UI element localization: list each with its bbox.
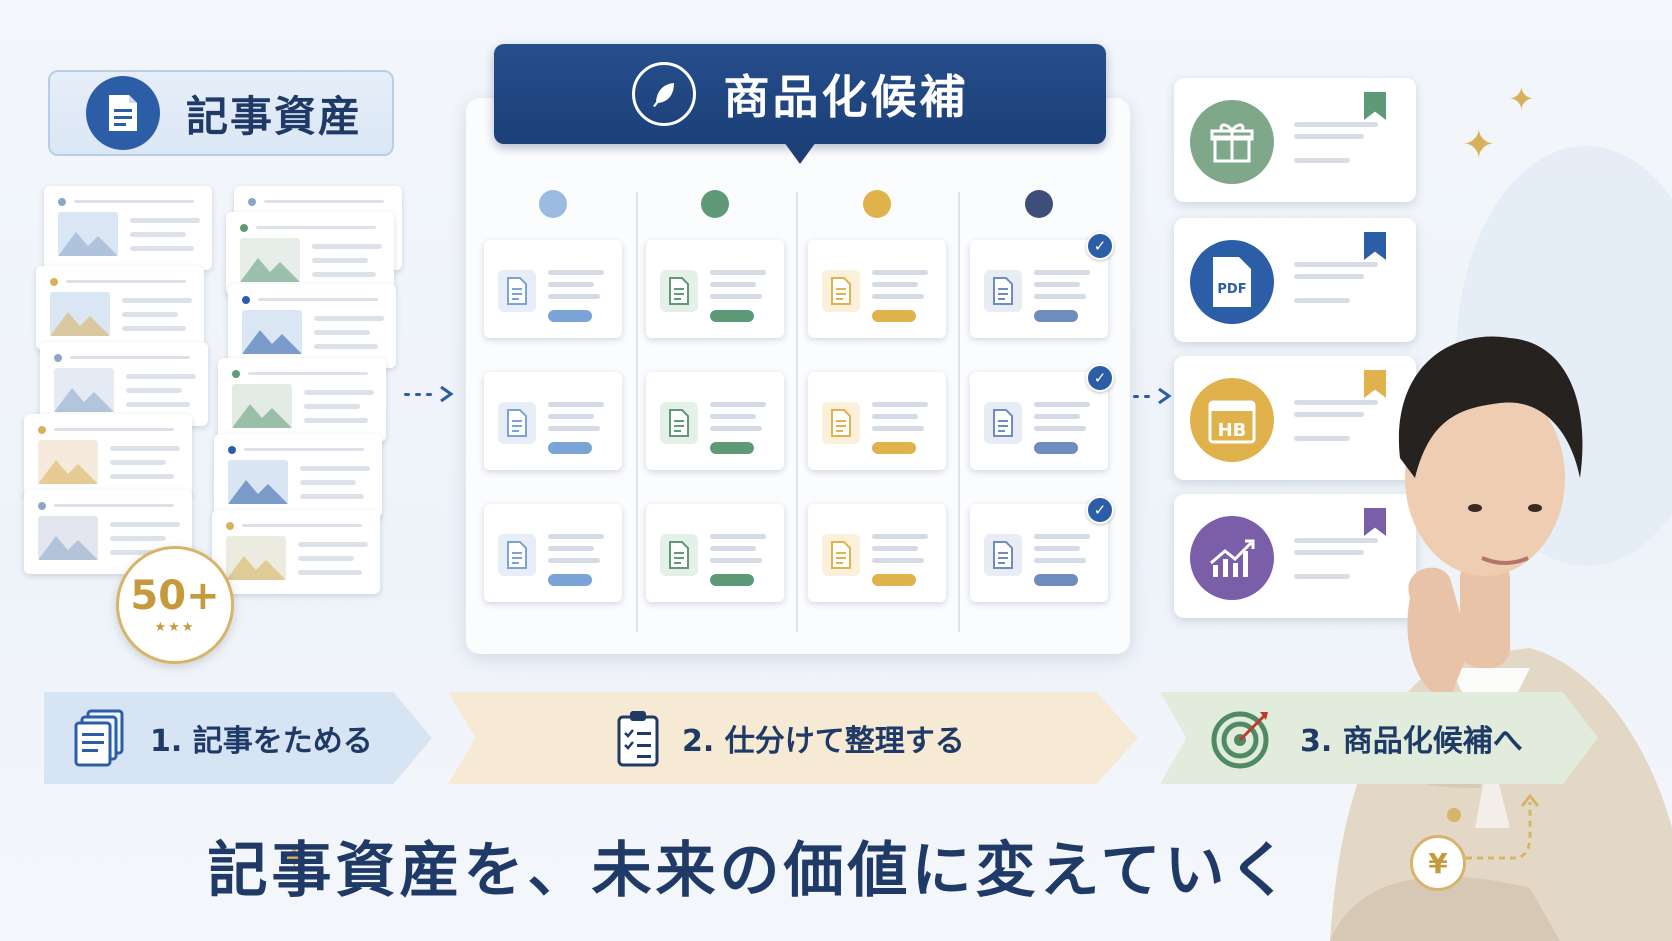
- candidates-title: 商品化候補: [723, 70, 969, 124]
- column-color-dot: [1025, 190, 1053, 218]
- image-thumbnail-icon: [58, 212, 118, 256]
- article-card: [40, 342, 208, 426]
- document-icon: [86, 76, 160, 150]
- growth-chart-icon: [1190, 516, 1274, 600]
- column-color-dot: [863, 190, 891, 218]
- article-card: [218, 358, 386, 442]
- article-count-badge: 50+ ★★★: [116, 546, 234, 664]
- stacked-documents-icon: [74, 709, 124, 767]
- document-icon: [498, 534, 536, 576]
- image-thumbnail-icon: [228, 460, 288, 504]
- rating-stars: ★★★: [154, 619, 196, 635]
- assets-title-label: 記事資産: [186, 91, 363, 141]
- image-thumbnail-icon: [226, 536, 286, 580]
- assets-title: 記事資産: [48, 70, 394, 156]
- document-icon: [660, 402, 698, 444]
- calendar-icon: HB: [1190, 378, 1274, 462]
- product-icon-label: PDF: [1217, 282, 1246, 297]
- image-thumbnail-icon: [54, 368, 114, 412]
- sparkle-icon: ✦: [1508, 80, 1535, 118]
- candidate-card[interactable]: [808, 372, 946, 470]
- step-2: 2. 仕分けて整理する: [448, 692, 1138, 784]
- checkmark-icon: ✓: [1086, 232, 1114, 260]
- tagline: 記事資産を、未来の価値に変えていく: [207, 836, 1293, 906]
- product-card[interactable]: [1174, 78, 1416, 202]
- step-1-label: 1. 記事をためる: [150, 724, 373, 759]
- yen-coin-icon: ¥: [1410, 835, 1466, 891]
- target-icon: [1211, 711, 1269, 769]
- bookmark-icon: [1364, 370, 1386, 398]
- bookmark-icon: [1364, 508, 1386, 536]
- image-thumbnail-icon: [232, 384, 292, 428]
- candidate-card[interactable]: [970, 504, 1108, 602]
- checklist-icon: [617, 711, 659, 767]
- column-divider: [796, 192, 798, 632]
- document-icon: [822, 402, 860, 444]
- document-icon: [984, 402, 1022, 444]
- document-icon: [660, 534, 698, 576]
- coin-dot: [1447, 808, 1461, 822]
- article-count: 50+: [130, 572, 220, 619]
- candidate-card[interactable]: [646, 372, 784, 470]
- bookmark-icon: [1364, 232, 1386, 260]
- pdf-icon: PDF: [1190, 240, 1274, 324]
- product-card[interactable]: HB: [1174, 356, 1416, 480]
- document-icon: [660, 270, 698, 312]
- sparkle-icon: ✦: [280, 838, 309, 878]
- step-1: 1. 記事をためる: [44, 692, 432, 784]
- article-card: [228, 284, 396, 368]
- image-thumbnail-icon: [50, 292, 110, 336]
- step-3: 3. 商品化候補へ: [1160, 692, 1598, 784]
- sparkle-icon: ✦: [1462, 122, 1496, 168]
- feather-icon: [631, 62, 696, 126]
- product-card[interactable]: PDF: [1174, 218, 1416, 342]
- article-card: [226, 212, 394, 296]
- article-card: [212, 510, 380, 594]
- column-color-dot: [539, 190, 567, 218]
- bookmark-icon: [1364, 92, 1386, 120]
- step-3-label: 3. 商品化候補へ: [1300, 724, 1523, 759]
- image-thumbnail-icon: [242, 310, 302, 354]
- banner-pointer: [784, 142, 816, 164]
- article-card: [24, 414, 192, 498]
- candidate-card[interactable]: [970, 240, 1108, 338]
- checkmark-icon: ✓: [1086, 364, 1114, 392]
- candidates-banner: 商品化候補: [494, 44, 1106, 144]
- document-icon: [498, 270, 536, 312]
- image-thumbnail-icon: [38, 440, 98, 484]
- step-2-label: 2. 仕分けて整理する: [682, 724, 965, 759]
- document-icon: [984, 270, 1022, 312]
- candidate-card[interactable]: [646, 504, 784, 602]
- candidate-card[interactable]: [646, 240, 784, 338]
- product-icon-label: HB: [1218, 420, 1247, 441]
- product-card[interactable]: [1174, 494, 1416, 618]
- checkmark-icon: ✓: [1086, 496, 1114, 524]
- article-card: [214, 434, 382, 518]
- candidate-card[interactable]: [808, 504, 946, 602]
- column-divider: [636, 192, 638, 632]
- image-thumbnail-icon: [240, 238, 300, 282]
- gift-icon: [1190, 100, 1274, 184]
- image-thumbnail-icon: [38, 516, 98, 560]
- document-icon: [822, 270, 860, 312]
- document-icon: [984, 534, 1022, 576]
- candidate-card[interactable]: [970, 372, 1108, 470]
- candidate-card[interactable]: [808, 240, 946, 338]
- article-card: [36, 266, 204, 350]
- column-color-dot: [701, 190, 729, 218]
- growth-dashed-arrow: [1466, 793, 1540, 860]
- candidate-card[interactable]: [484, 504, 622, 602]
- candidate-card[interactable]: [484, 372, 622, 470]
- document-icon: [822, 534, 860, 576]
- arrow-to-board: [404, 384, 457, 404]
- document-icon: [498, 402, 536, 444]
- article-card: [44, 186, 212, 270]
- candidate-card[interactable]: [484, 240, 622, 338]
- column-divider: [958, 192, 960, 632]
